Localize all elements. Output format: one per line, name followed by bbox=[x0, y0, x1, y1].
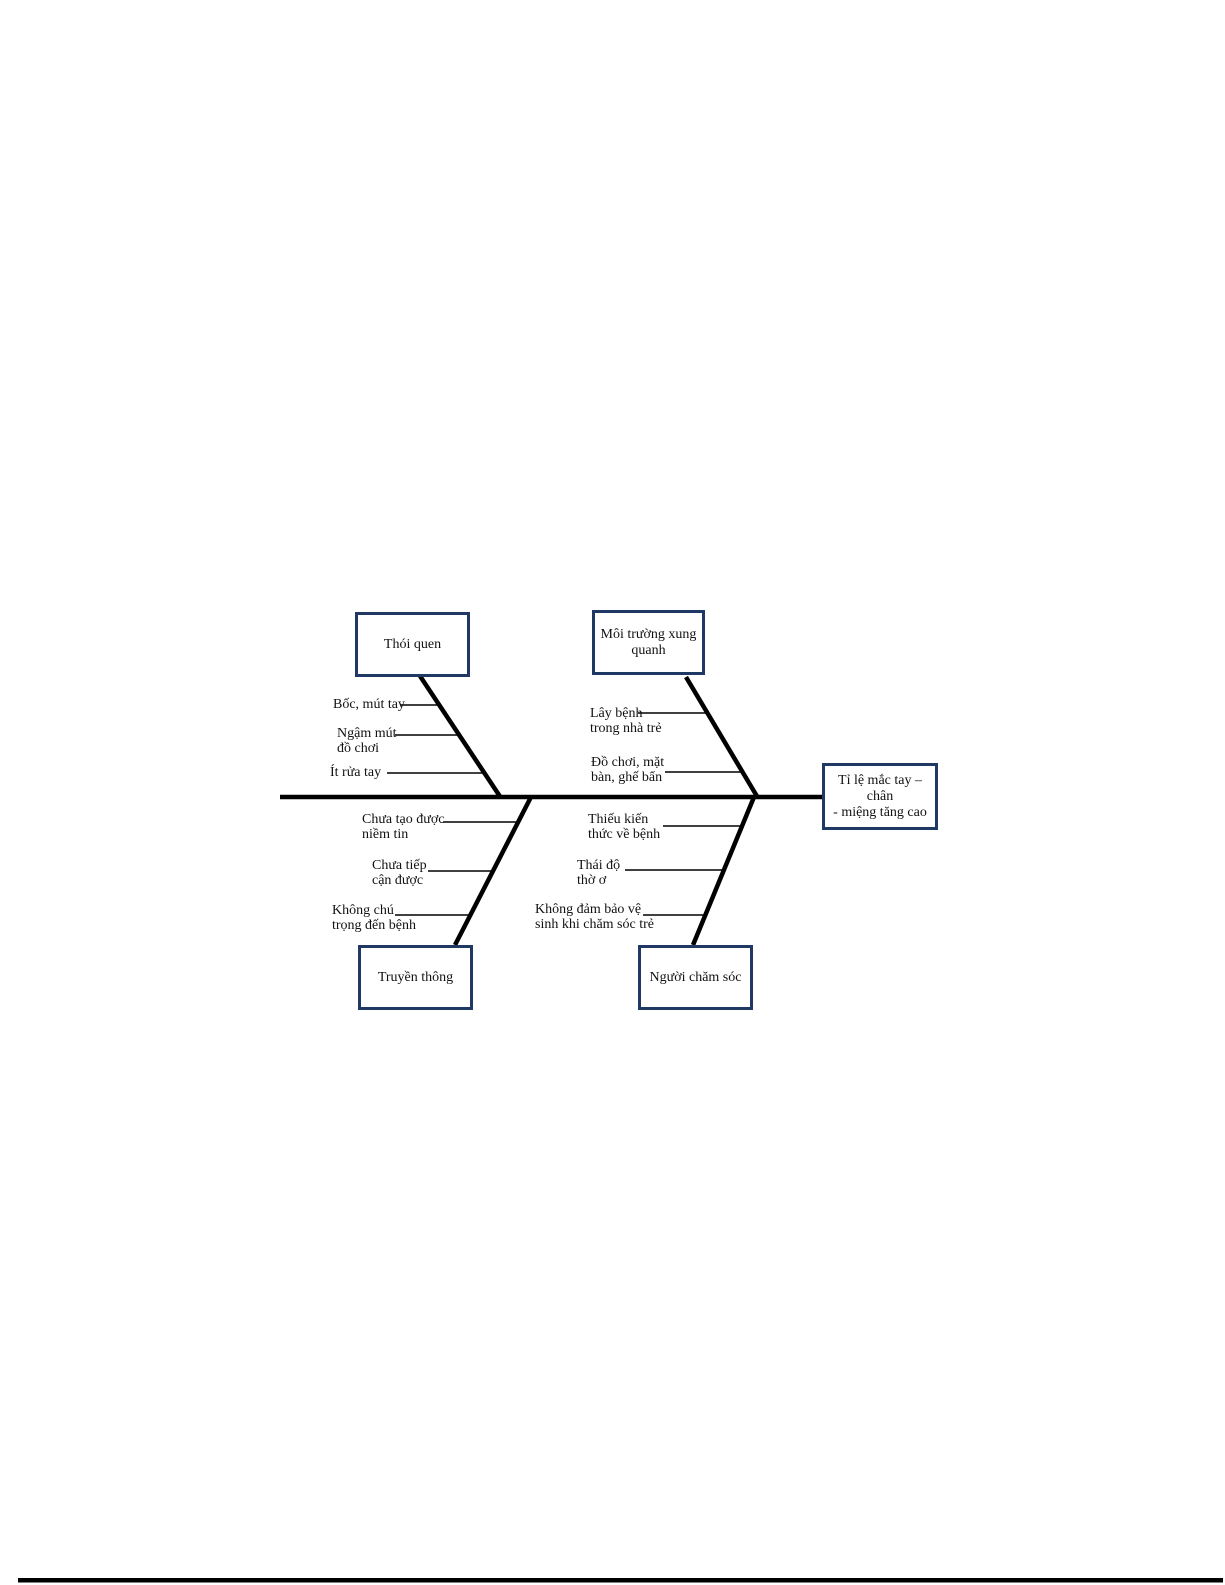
page-bottom-border bbox=[18, 1578, 1223, 1583]
category-box-environment: Môi trường xung quanh bbox=[592, 610, 705, 675]
cause-label-communication-2: Không chú trọng đến bệnh bbox=[332, 903, 416, 933]
branch-line-habits bbox=[418, 674, 503, 800]
cause-label-habits-0: Bốc, mút tay bbox=[333, 697, 405, 712]
branch-line-caregiver bbox=[690, 796, 757, 946]
cause-label-communication-0: Chưa tạo được niềm tin bbox=[362, 812, 445, 842]
branch-line-environment bbox=[684, 675, 760, 800]
cause-label-communication-1: Chưa tiếp cận được bbox=[372, 858, 427, 888]
cause-label-caregiver-2: Không đảm bảo vệ sinh khi chăm sóc trẻ bbox=[535, 902, 654, 932]
category-box-habits: Thói quen bbox=[355, 612, 470, 677]
category-label-environment: Môi trường xung quanh bbox=[600, 626, 697, 658]
cause-label-caregiver-0: Thiếu kiến thức về bệnh bbox=[588, 812, 661, 842]
cause-label-habits-2: Ít rửa tay bbox=[330, 765, 382, 780]
cause-label-environment-0: Lây bệnh trong nhà trẻ bbox=[590, 706, 662, 736]
effect-label: Tỉ lệ mắc tay – chân - miệng tăng cao bbox=[833, 772, 927, 820]
cause-label-habits-1: Ngậm mút đồ chơi bbox=[337, 726, 397, 756]
cause-label-caregiver-1: Thái độ thờ ơ bbox=[577, 858, 621, 888]
category-box-caregiver: Người chăm sóc bbox=[638, 945, 753, 1010]
cause-label-environment-1: Đồ chơi, mặt bàn, ghế bẩn bbox=[591, 755, 665, 785]
category-box-communication: Truyền thông bbox=[358, 945, 473, 1010]
effect-box: Tỉ lệ mắc tay – chân - miệng tăng cao bbox=[822, 763, 938, 830]
category-label-caregiver: Người chăm sóc bbox=[649, 969, 742, 985]
category-label-communication: Truyền thông bbox=[377, 969, 454, 985]
category-label-habits: Thói quen bbox=[383, 636, 442, 652]
